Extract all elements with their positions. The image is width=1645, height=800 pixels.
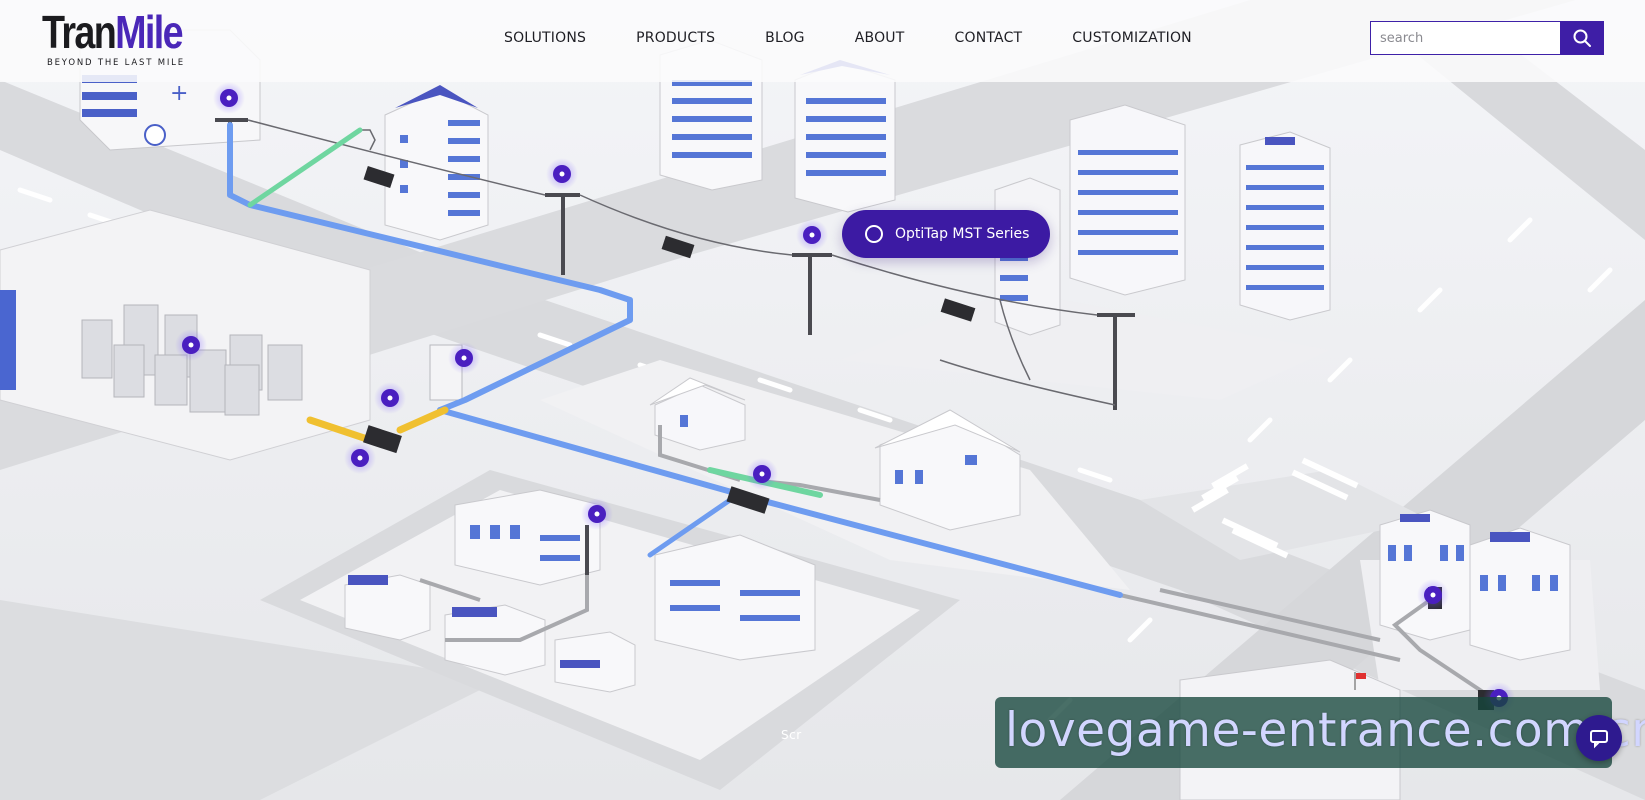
chat-icon: [1590, 730, 1608, 749]
search-icon: [1573, 29, 1591, 47]
logo[interactable]: TranMile BEYOND THE LAST MILE: [42, 6, 185, 70]
search-button[interactable]: [1560, 21, 1604, 55]
drop-cables: [419, 425, 1497, 702]
hotspot-optitap-pole: [796, 219, 828, 251]
hotspot-button-hospital-pole[interactable]: [219, 88, 239, 108]
scroll-hint: Scr: [781, 728, 802, 742]
logo-word-left: Tran: [42, 6, 117, 58]
watermark-banner: [995, 697, 1612, 768]
crosswalk: [1191, 457, 1359, 559]
nav-item-solutions[interactable]: SOLUTIONS: [504, 30, 587, 46]
hotspot-handhole: [746, 458, 778, 490]
nav-item-customization[interactable]: CUSTOMIZATION: [1072, 30, 1192, 46]
hotspot-button-optitap-pole[interactable]: [802, 225, 822, 245]
hotspot-button-datacenter[interactable]: [181, 335, 201, 355]
nav-item-about[interactable]: ABOUT: [854, 30, 905, 46]
hotspot-button-lowrise[interactable]: [587, 504, 607, 524]
nav-item-blog[interactable]: BLOG: [765, 30, 805, 46]
nav-item-contact[interactable]: CONTACT: [954, 30, 1023, 46]
logo-tagline: BEYOND THE LAST MILE: [47, 58, 185, 68]
search-input[interactable]: [1370, 21, 1560, 55]
hotspot-button-handhole[interactable]: [752, 464, 772, 484]
site-header: TranMile BEYOND THE LAST MILE SOLUTIONS …: [0, 0, 1645, 82]
hotspot-hospital-pole: [213, 82, 245, 114]
hotspot-button-apartment-pole[interactable]: [552, 164, 572, 184]
hotspot-datacenter: [175, 329, 207, 361]
product-tag-button[interactable]: OptiTap MST Series: [842, 210, 1050, 258]
hotspot-lowrise: [581, 498, 613, 530]
logo-word-right: Mile: [115, 6, 183, 58]
product-tag-label: OptiTap MST Series: [895, 226, 1030, 242]
watermark-text: lovegame-entrance.com.cn: [1005, 703, 1645, 758]
hotspot-office: [1417, 579, 1449, 611]
hotspot-button-splice-top[interactable]: [380, 388, 400, 408]
hotspot-splice-bottom: [344, 442, 376, 474]
hotspot-apartment-pole: [546, 158, 578, 190]
aerial-cables: [247, 119, 1116, 406]
hotspot-splice-top: [374, 382, 406, 414]
svg-text:+: +: [170, 81, 188, 106]
hotspot-button-splice-bottom[interactable]: [350, 448, 370, 468]
hotspot-cabinet: [448, 342, 480, 374]
circle-icon: [865, 225, 883, 243]
logo-wordmark: TranMile: [42, 6, 184, 58]
hotspot-button-cabinet[interactable]: [454, 348, 474, 368]
nav-item-products[interactable]: PRODUCTS: [636, 30, 716, 46]
hotspot-button-office[interactable]: [1423, 585, 1443, 605]
chat-button[interactable]: [1576, 715, 1622, 761]
main-nav: SOLUTIONS PRODUCTS BLOG ABOUT CONTACT CU…: [504, 28, 1242, 50]
